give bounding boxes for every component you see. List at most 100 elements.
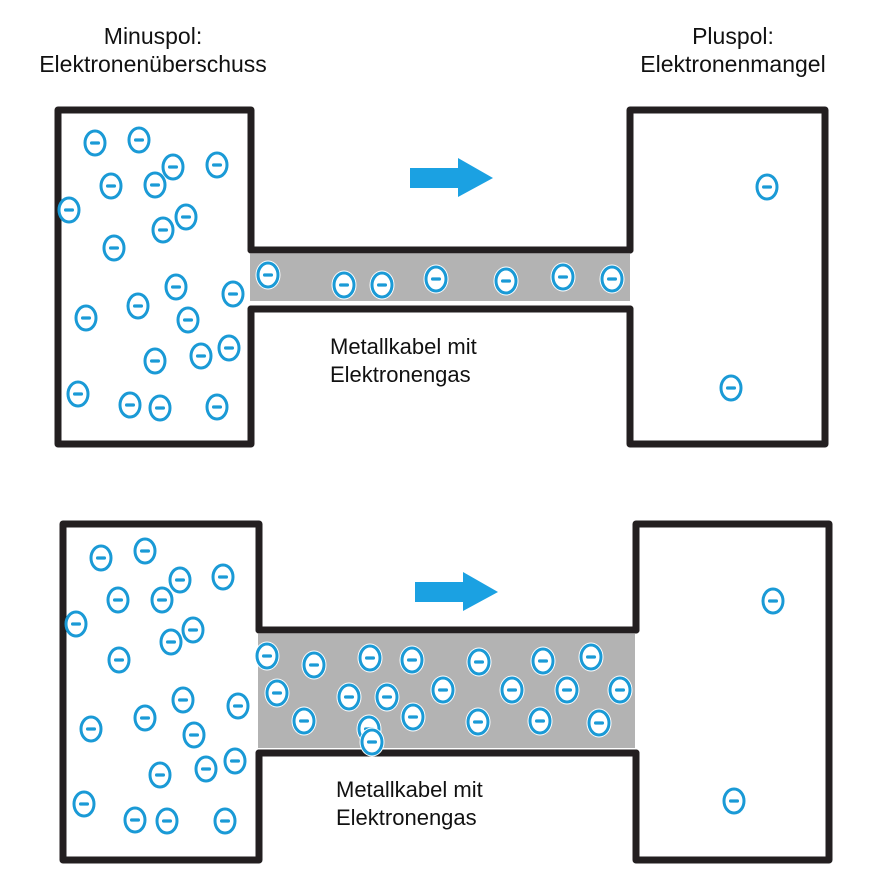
minus-sign-icon (365, 656, 375, 660)
minus-sign-icon (382, 695, 392, 699)
electron-icon-minus-pole (57, 196, 81, 224)
minus-sign-icon (155, 773, 165, 777)
electron-icon-minus-pole (118, 391, 142, 419)
electron-icon-minus-pole (155, 807, 179, 835)
electron-icon-wire (586, 708, 612, 738)
electron-icon-minus-pole (127, 126, 151, 154)
wire-caption-bottom-line1: Metallkabel mit (336, 777, 483, 802)
electron-icon-minus-pole (223, 747, 247, 775)
electron-icon-minus-pole (123, 806, 147, 834)
wire-caption-top: Metallkabel mit Elektronengas (330, 333, 477, 389)
electron-icon-minus-pole (143, 347, 167, 375)
electron-icon-wire (400, 702, 426, 732)
minus-sign-icon (473, 720, 483, 724)
minus-sign-icon (166, 640, 176, 644)
electron-icon-minus-pole (221, 280, 245, 308)
minus-sign-icon (171, 285, 181, 289)
diagram-panel-low-current (54, 106, 829, 448)
electron-icon-wire (291, 706, 317, 736)
minus-sign-icon (188, 628, 198, 632)
electron-icon-minus-pole (151, 216, 175, 244)
minus-sign-icon (726, 386, 736, 390)
minus-sign-icon (130, 818, 140, 822)
current-direction-arrow-icon (410, 158, 493, 197)
electron-icon-minus-pole (164, 273, 188, 301)
minus-sign-icon (150, 183, 160, 187)
minus-sign-icon (183, 318, 193, 322)
wire-caption-top-line2: Elektronengas (330, 362, 471, 387)
electron-icon-minus-pole (171, 686, 195, 714)
electron-icon-minus-pole (126, 292, 150, 320)
electron-icon-wire (554, 675, 580, 705)
minus-sign-icon (263, 273, 273, 277)
minus-sign-icon (474, 660, 484, 664)
minus-sign-icon (96, 556, 106, 560)
minus-sign-icon (140, 549, 150, 553)
electron-icon-wire (331, 270, 357, 300)
electron-icon-minus-pole (79, 715, 103, 743)
electron-icon-minus-pole (168, 566, 192, 594)
minus-sign-icon (408, 715, 418, 719)
minus-sign-icon (431, 277, 441, 281)
electron-icon-plus-pole (719, 374, 743, 402)
minus-sign-icon (615, 688, 625, 692)
electron-icon-minus-pole (133, 537, 157, 565)
electron-icon-minus-pole (148, 394, 172, 422)
electron-icon-plus-pole (761, 587, 785, 615)
electron-icon-minus-pole (176, 306, 200, 334)
minus-sign-icon (106, 184, 116, 188)
electron-icon-minus-pole (205, 393, 229, 421)
minus-sign-icon (79, 802, 89, 806)
minus-sign-icon (407, 658, 417, 662)
minus-pole-title: Minuspol: (103, 23, 203, 49)
electron-icon-minus-pole (99, 172, 123, 200)
electron-icon-wire (550, 262, 576, 292)
minus-sign-icon (224, 346, 234, 350)
minus-sign-icon (64, 208, 74, 212)
electron-icon-minus-pole (74, 304, 98, 332)
electron-icon-minus-pole (205, 151, 229, 179)
wire-caption-top-line1: Metallkabel mit (330, 334, 477, 359)
electron-icon-plus-pole (722, 787, 746, 815)
minus-sign-icon (607, 277, 617, 281)
electron-icon-minus-pole (64, 610, 88, 638)
plus-pole-container (632, 520, 833, 864)
electron-icon-minus-pole (143, 171, 167, 199)
minus-sign-icon (228, 292, 238, 296)
electrons-panel-1 (64, 537, 785, 835)
minus-sign-icon (71, 622, 81, 626)
minus-sign-icon (230, 759, 240, 763)
electron-icon-wire (359, 727, 385, 757)
minus-sign-icon (90, 141, 100, 145)
electron-icon-wire (399, 645, 425, 675)
electron-icon-minus-pole (217, 334, 241, 362)
electron-icon-wire (336, 682, 362, 712)
minus-sign-icon (212, 163, 222, 167)
electron-icon-minus-pole (148, 761, 172, 789)
wire-caption-bottom: Metallkabel mit Elektronengas (336, 776, 483, 832)
minus-sign-icon (768, 599, 778, 603)
electron-icon-minus-pole (106, 586, 130, 614)
minus-sign-icon (155, 406, 165, 410)
minus-pole-description: Elektronenüberschuss (39, 51, 267, 77)
minus-sign-icon (586, 655, 596, 659)
electron-icon-minus-pole (89, 544, 113, 572)
electron-icon-minus-pole (211, 563, 235, 591)
minus-sign-icon (262, 654, 272, 658)
plus-pole-description: Elektronenmangel (640, 51, 826, 77)
electron-icon-minus-pole (189, 342, 213, 370)
plus-pole-title: Pluspol: (692, 23, 774, 49)
minus-sign-icon (558, 275, 568, 279)
minus-sign-icon (157, 598, 167, 602)
minus-sign-icon (367, 740, 377, 744)
electron-icon-minus-pole (102, 234, 126, 262)
electron-icon-minus-pole (83, 129, 107, 157)
minus-sign-icon (140, 716, 150, 720)
minus-sign-icon (181, 215, 191, 219)
minus-sign-icon (220, 819, 230, 823)
minus-sign-icon (212, 405, 222, 409)
electron-icon-minus-pole (194, 755, 218, 783)
minus-sign-icon (81, 316, 91, 320)
electron-icon-wire (423, 264, 449, 294)
